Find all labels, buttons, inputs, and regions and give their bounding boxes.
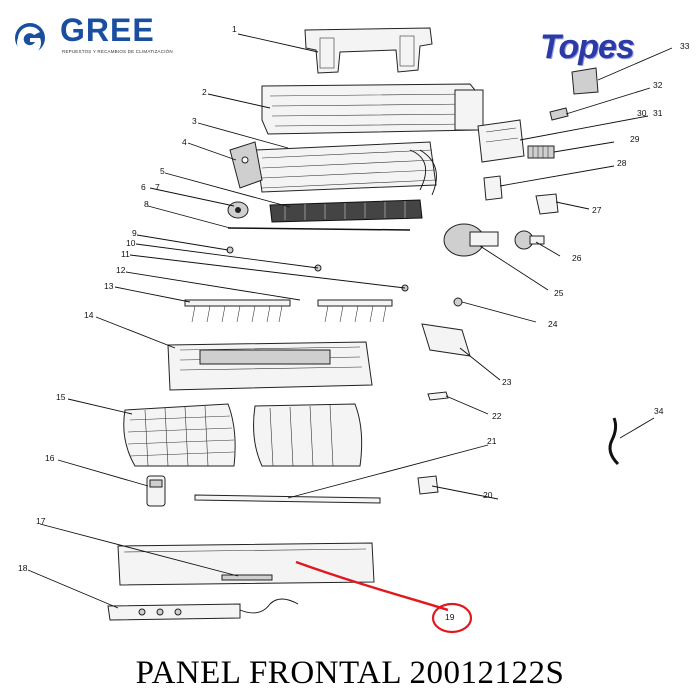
- part-3-evaporator: [255, 141, 437, 196]
- gree-logo: [15, 23, 45, 55]
- part-13-louver-assembly: [184, 299, 393, 323]
- highlight-arrow: [295, 560, 449, 612]
- part-label-32: 32: [653, 80, 663, 90]
- part-label-21: 21: [487, 436, 497, 446]
- part-label-18: 18: [18, 563, 28, 573]
- part-label-11: 11: [121, 249, 130, 259]
- part-28-cover: [483, 175, 503, 201]
- part-16-remote-control: [146, 475, 166, 507]
- part-6-7-bearing: [227, 201, 249, 219]
- part-2-chassis: [261, 83, 484, 135]
- part-label-9: 9: [132, 228, 137, 238]
- part-23-drain-cover: [421, 323, 471, 357]
- part-label-16: 16: [45, 453, 55, 463]
- part-34-drain-hose: [608, 417, 620, 466]
- part-4-side-bracket: [229, 141, 263, 189]
- part-label-26: 26: [572, 253, 582, 263]
- part-label-13: 13: [104, 281, 114, 291]
- part-29-terminal-block: [527, 145, 555, 159]
- part-label-15: 15: [56, 392, 66, 402]
- part-32-clip: [549, 107, 569, 121]
- part-label-2: 2: [202, 87, 207, 97]
- part-21-decor-strip: [194, 494, 381, 504]
- part-label-24: 24: [548, 319, 558, 329]
- part-20-cover-plate: [417, 475, 439, 495]
- part-label-10: 10: [126, 238, 136, 248]
- part-label-4: 4: [182, 137, 187, 147]
- part-25-fan-motor: [443, 223, 499, 257]
- part-label-22: 22: [492, 411, 502, 421]
- highlight-circle: [431, 602, 473, 634]
- part-label-19: 19: [445, 612, 455, 622]
- part-label-23: 23: [502, 377, 512, 387]
- part-27-clip: [535, 193, 559, 215]
- part-label-29: 29: [630, 134, 640, 144]
- part-label-3: 3: [192, 116, 197, 126]
- part-label-33: 33: [680, 41, 690, 51]
- part-label-12: 12: [116, 265, 126, 275]
- part-number-labels: 1 2 3 4 5 6 7 8 9 10 11 12 13 14 15 16 1…: [18, 24, 690, 622]
- part-label-14: 14: [84, 310, 94, 320]
- part-label-17: 17: [36, 516, 46, 526]
- part-label-6: 6: [141, 182, 146, 192]
- part-5-crossflow-fan: [269, 199, 423, 223]
- part-24-screw: [453, 297, 463, 307]
- part-label-8: 8: [144, 199, 149, 209]
- brand-name: GREE: [60, 12, 155, 48]
- store-logo: Topes: [540, 28, 635, 66]
- part-label-1: 1: [232, 24, 237, 34]
- part-14-front-housing: [167, 341, 373, 391]
- part-22-holder: [427, 391, 449, 401]
- part-label-5: 5: [160, 166, 165, 176]
- part-label-7: 7: [155, 182, 160, 192]
- leader-lines: [27, 33, 673, 609]
- part-15-air-filters: [123, 403, 363, 467]
- part-33-remote-holder: [571, 67, 599, 95]
- part-label-31: 31: [653, 108, 663, 118]
- part-18-display-board: [107, 598, 299, 621]
- part-label-27: 27: [592, 205, 602, 215]
- part-8-rod: [227, 227, 411, 231]
- part-26-stepping-motor: [514, 230, 545, 250]
- part-label-20: 20: [483, 490, 493, 500]
- part-19-front-panel: [117, 542, 375, 586]
- brand-tagline: REPUESTOS Y RECAMBIOS DE CLIMATIZACIÓN: [62, 49, 173, 54]
- part-label-30: 30: [637, 108, 647, 118]
- highlight-annotation: [295, 560, 473, 634]
- page-caption: PANEL FRONTAL 20012122S: [135, 655, 565, 691]
- part-label-34: 34: [654, 406, 664, 416]
- part-label-28: 28: [617, 158, 627, 168]
- part-label-25: 25: [554, 288, 564, 298]
- part-30-31-electric-box: [477, 119, 525, 163]
- part-1-mounting-plate: [304, 27, 433, 74]
